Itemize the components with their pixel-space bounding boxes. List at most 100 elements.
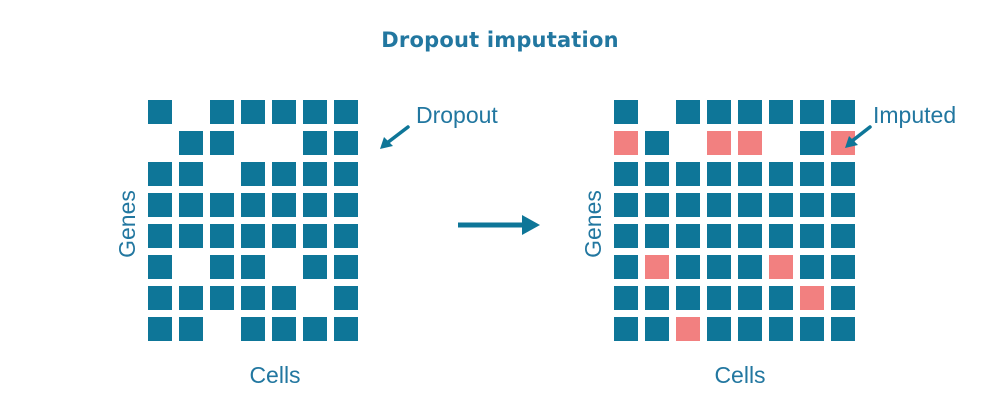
- left-observed-cell: [148, 224, 172, 248]
- right-observed-cell: [800, 224, 824, 248]
- left-observed-cell: [303, 255, 327, 279]
- right-observed-cell: [645, 224, 669, 248]
- right-observed-cell: [769, 286, 793, 310]
- right-observed-cell: [707, 255, 731, 279]
- right-observed-cell: [831, 317, 855, 341]
- left-observed-cell: [334, 100, 358, 124]
- left-observed-cell: [179, 317, 203, 341]
- right-observed-cell: [707, 100, 731, 124]
- right-observed-cell: [769, 224, 793, 248]
- imputed-matrix: [614, 100, 857, 343]
- right-imputed-cell: [738, 131, 762, 155]
- left-observed-cell: [334, 224, 358, 248]
- left-observed-cell: [303, 317, 327, 341]
- left-observed-cell: [148, 162, 172, 186]
- right-imputed-cell: [800, 286, 824, 310]
- right-observed-cell: [769, 162, 793, 186]
- right-observed-cell: [707, 317, 731, 341]
- right-observed-cell: [676, 286, 700, 310]
- right-observed-cell: [676, 255, 700, 279]
- right-observed-cell: [676, 224, 700, 248]
- right-observed-cell: [645, 193, 669, 217]
- right-imputed-cell: [676, 317, 700, 341]
- left-observed-cell: [334, 131, 358, 155]
- left-observed-cell: [241, 286, 265, 310]
- right-observed-cell: [831, 224, 855, 248]
- left-observed-cell: [334, 162, 358, 186]
- right-imputed-cell: [707, 131, 731, 155]
- right-observed-cell: [831, 162, 855, 186]
- left-observed-cell: [148, 255, 172, 279]
- right-observed-cell: [738, 162, 762, 186]
- right-observed-cell: [800, 162, 824, 186]
- left-observed-cell: [241, 162, 265, 186]
- right-observed-cell: [800, 131, 824, 155]
- left-observed-cell: [241, 100, 265, 124]
- right-observed-cell: [645, 131, 669, 155]
- left-observed-cell: [210, 255, 234, 279]
- right-observed-cell: [676, 100, 700, 124]
- left-observed-cell: [210, 100, 234, 124]
- right-observed-cell: [800, 255, 824, 279]
- left-observed-cell: [303, 100, 327, 124]
- left-observed-cell: [272, 224, 296, 248]
- dropout-pointer-arrow: [380, 125, 410, 149]
- left-observed-cell: [210, 131, 234, 155]
- right-observed-cell: [738, 100, 762, 124]
- imputed-pointer-arrow: [845, 125, 872, 148]
- right-observed-cell: [738, 286, 762, 310]
- left-observed-cell: [272, 100, 296, 124]
- left-observed-cell: [148, 286, 172, 310]
- left-observed-cell: [303, 193, 327, 217]
- left-observed-cell: [241, 224, 265, 248]
- right-observed-cell: [831, 255, 855, 279]
- left-observed-cell: [210, 286, 234, 310]
- right-observed-cell: [707, 193, 731, 217]
- right-observed-cell: [800, 100, 824, 124]
- dropout-annotation: Dropout: [416, 102, 498, 128]
- left-observed-cell: [241, 193, 265, 217]
- right-imputed-cell: [645, 255, 669, 279]
- right-observed-cell: [676, 162, 700, 186]
- transform-arrow: [458, 215, 540, 235]
- left-observed-cell: [179, 286, 203, 310]
- right-imputed-cell: [614, 131, 638, 155]
- left-observed-cell: [210, 193, 234, 217]
- left-observed-cell: [334, 286, 358, 310]
- left-observed-cell: [334, 255, 358, 279]
- diagram-title: Dropout imputation: [381, 28, 619, 52]
- right-observed-cell: [738, 255, 762, 279]
- left-observed-cell: [210, 224, 234, 248]
- left-observed-cell: [303, 224, 327, 248]
- right-observed-cell: [707, 286, 731, 310]
- right-observed-cell: [614, 162, 638, 186]
- right-observed-cell: [769, 193, 793, 217]
- left-observed-cell: [148, 193, 172, 217]
- left-observed-cell: [272, 162, 296, 186]
- right-observed-cell: [800, 317, 824, 341]
- left-observed-cell: [179, 193, 203, 217]
- dropout-matrix: [148, 100, 391, 343]
- right-imputed-cell: [769, 255, 793, 279]
- left-observed-cell: [272, 193, 296, 217]
- right-observed-cell: [614, 317, 638, 341]
- right-observed-cell: [707, 162, 731, 186]
- cells-axis-label-right: Cells: [714, 362, 766, 388]
- right-observed-cell: [831, 100, 855, 124]
- right-observed-cell: [769, 100, 793, 124]
- left-observed-cell: [303, 131, 327, 155]
- right-observed-cell: [676, 193, 700, 217]
- left-observed-cell: [179, 224, 203, 248]
- left-observed-cell: [241, 317, 265, 341]
- right-observed-cell: [831, 286, 855, 310]
- left-observed-cell: [334, 317, 358, 341]
- right-observed-cell: [831, 193, 855, 217]
- right-observed-cell: [614, 286, 638, 310]
- right-observed-cell: [800, 193, 824, 217]
- left-observed-cell: [303, 162, 327, 186]
- left-observed-cell: [148, 317, 172, 341]
- left-observed-cell: [241, 255, 265, 279]
- left-observed-cell: [179, 131, 203, 155]
- left-observed-cell: [272, 317, 296, 341]
